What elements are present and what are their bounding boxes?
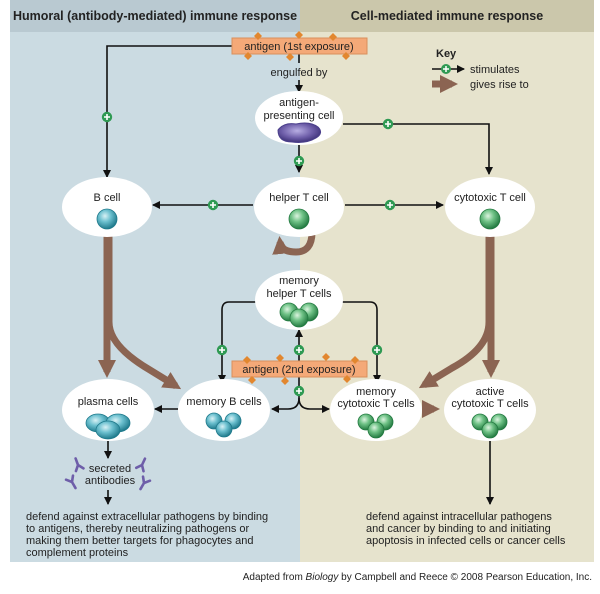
arrow-antigen2-to-memcyto [298, 397, 330, 413]
cell-mediated-header: Cell-mediated immune response [300, 0, 594, 32]
key-gives-rise-label: gives rise to [470, 79, 529, 91]
cell-outcome-line: apoptosis in infected cells or cancer ce… [366, 535, 566, 547]
memory-cytotoxic-t-node: memory cytotoxic T cells [330, 379, 422, 441]
b-cell-node: B cell [62, 177, 152, 237]
active-cytotoxic-label-1: active [476, 386, 505, 398]
antibodies-icons [64, 457, 152, 491]
brown-arrow-cytotoxic-to-memcyto [418, 236, 493, 389]
brown-arrow-bcell-to-memb [105, 236, 182, 390]
brown-arrow-helper-to-memhelper [272, 231, 316, 256]
cell-mediated-panel [300, 32, 594, 562]
antigen-second-label: antigen (2nd exposure) [242, 364, 355, 376]
plasma-label: plasma cells [78, 396, 139, 408]
humoral-outcome-line: making them better targets for phagocyte… [26, 535, 253, 547]
key-legend: Key stimulates gives rise to [432, 48, 529, 93]
b-cell-icon [96, 208, 118, 230]
humoral-outcome: defend against extracellular pathogens b… [26, 511, 268, 559]
apc-node: antigen- presenting cell [255, 91, 343, 145]
memory-b-cells-node: memory B cells [178, 379, 270, 441]
apc-label-2: presenting cell [264, 110, 335, 122]
key-title: Key [436, 48, 457, 60]
helper-t-node: helper T cell [254, 177, 344, 237]
stimulates-markers [101, 111, 396, 397]
cytotoxic-t-icon [479, 208, 501, 230]
credit-title: Biology [305, 572, 339, 583]
humoral-outcome-line: to antigens, thereby neutralizing pathog… [26, 523, 250, 535]
stimulates-icon [371, 344, 383, 356]
cell-mediated-outcome: defend against intracellular pathogens a… [366, 511, 566, 547]
memory-helper-t-node: memory helper T cells [255, 270, 343, 330]
arrow-memhelper-to-memcyto [341, 301, 381, 383]
arrow-antigen-to-bcell [103, 45, 232, 178]
plasma-cells-node: plasma cells [62, 379, 154, 441]
humoral-header: Humoral (antibody-mediated) immune respo… [10, 0, 300, 32]
apc-label-1: antigen- [279, 97, 319, 109]
arrow-memhelper-to-memb [218, 301, 258, 383]
antigen-second-box: antigen (2nd exposure) [231, 353, 368, 385]
memory-cytotoxic-cells-icon [357, 413, 394, 439]
memory-helper-label-2: helper T cells [266, 288, 332, 300]
memory-b-label: memory B cells [186, 396, 262, 408]
stimulates-icon [293, 385, 305, 397]
memory-cytotoxic-label-1: memory [356, 386, 396, 398]
stimulates-icon [384, 199, 396, 211]
memory-cytotoxic-label-2: cytotoxic T cells [337, 398, 415, 410]
humoral-outcome-line: complement proteins [26, 547, 129, 559]
plasma-cells-icon [85, 413, 131, 440]
arrow-apc-to-cytotoxic [343, 123, 493, 175]
stimulates-icon [441, 64, 451, 74]
key-stimulates-label: stimulates [470, 64, 520, 76]
cell-outcome-line: defend against intracellular pathogens [366, 511, 552, 523]
humoral-outcome-line: defend against extracellular pathogens b… [26, 511, 268, 523]
antigen-first-label: antigen (1st exposure) [244, 41, 353, 53]
arrow-antigen2-to-memb [271, 397, 300, 413]
stimulates-icon [382, 118, 394, 130]
stimulates-icon [293, 155, 305, 167]
cell-outcome-line: and cancer by binding to and initiating [366, 523, 551, 535]
helper-t-icon [288, 208, 310, 230]
antibodies-label: antibodies [85, 475, 136, 487]
helper-t-label: helper T cell [269, 192, 329, 204]
credit-line: Adapted from Biology by Campbell and Ree… [0, 572, 592, 583]
stimulates-icon [101, 111, 113, 123]
stimulates-icon [207, 199, 219, 211]
engulfed-by-label: engulfed by [271, 67, 328, 79]
stimulates-icon [293, 344, 305, 356]
memory-b-cells-icon [205, 412, 242, 438]
memory-helper-cells-icon [279, 302, 319, 328]
stimulates-icon [216, 344, 228, 356]
active-cytotoxic-label-2: cytotoxic T cells [451, 398, 529, 410]
credit-prefix: Adapted from [242, 572, 306, 583]
antigen-first-box: antigen (1st exposure) [231, 31, 368, 61]
active-cytotoxic-t-node: active cytotoxic T cells [444, 379, 536, 441]
active-cytotoxic-cells-icon [471, 413, 508, 439]
credit-suffix: by Campbell and Reece © 2008 Pearson Edu… [338, 572, 592, 583]
humoral-panel [10, 32, 300, 562]
cytotoxic-t-node: cytotoxic T cell [445, 177, 535, 237]
b-cell-label: B cell [94, 192, 121, 204]
secreted-label: secreted [89, 463, 131, 475]
apc-cell-icon [277, 122, 322, 143]
cytotoxic-t-label: cytotoxic T cell [454, 192, 526, 204]
memory-helper-label-1: memory [279, 275, 319, 287]
